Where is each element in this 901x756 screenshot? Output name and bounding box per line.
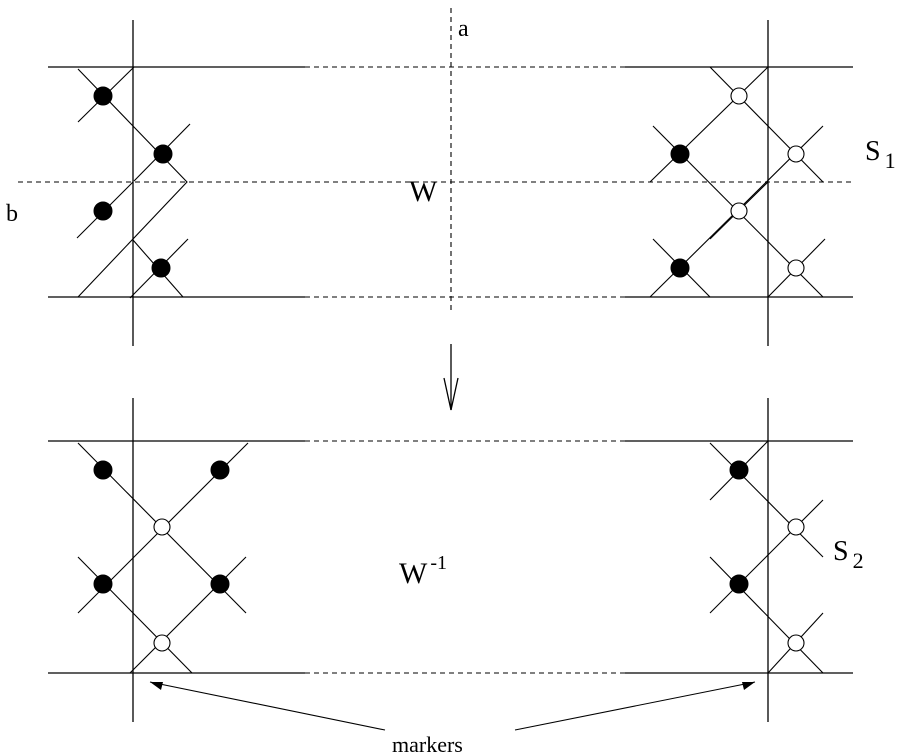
top-right-strand-2 bbox=[649, 66, 769, 183]
w-inverse-exponent: -1 bbox=[430, 552, 447, 574]
top-left-filled-dot bbox=[93, 86, 113, 106]
bottom-center-label: W-1 bbox=[399, 552, 447, 590]
top-right-filled-dot bbox=[670, 258, 690, 278]
bottom-left-filled-dot bbox=[93, 574, 113, 594]
top-center-label: W bbox=[409, 175, 438, 208]
s1-letter: S bbox=[865, 136, 881, 167]
arrow-head bbox=[443, 377, 459, 411]
s2-subscript: 2 bbox=[853, 548, 864, 573]
top-right-open-dot bbox=[787, 145, 805, 163]
transition-arrow bbox=[443, 344, 459, 411]
top-right-open-dot bbox=[787, 259, 805, 277]
axis-a-label: a bbox=[458, 16, 469, 42]
bottom-left-open-dot bbox=[153, 518, 171, 536]
markers-pointer-left bbox=[149, 681, 386, 731]
top-right-strand-1 bbox=[709, 66, 824, 183]
top-left-zigzag bbox=[77, 68, 188, 298]
markers-annotation: markers bbox=[149, 681, 756, 756]
bottom-left-filled-dot bbox=[93, 460, 113, 480]
w-inverse-base: W bbox=[399, 557, 428, 590]
bottom-left-filled-dot bbox=[210, 574, 230, 594]
top-right-filled-dot bbox=[670, 144, 690, 164]
bottom-right-filled-dot bbox=[729, 574, 749, 594]
s2-letter: S bbox=[833, 536, 849, 567]
bottom-right-open-dot bbox=[787, 518, 805, 536]
markers-pointer-right bbox=[514, 681, 756, 731]
bottom-right-open-dot bbox=[787, 634, 805, 652]
markers-arrowhead-right bbox=[742, 682, 755, 690]
top-left-filled-dot bbox=[93, 201, 113, 221]
markers-label: markers bbox=[392, 732, 463, 756]
markers-arrowhead-left bbox=[150, 682, 163, 690]
bottom-right-strand-1 bbox=[709, 442, 824, 558]
bottom-right-strand-3 bbox=[709, 556, 824, 674]
top-left-filled-dot bbox=[151, 258, 171, 278]
bottom-left-strand-4 bbox=[129, 556, 247, 674]
top-left-filled-dot bbox=[153, 144, 173, 164]
bottom-left-strand-3 bbox=[77, 556, 193, 674]
top-right-open-dot bbox=[730, 202, 748, 220]
bottom-right-strand-2 bbox=[709, 499, 824, 614]
s1-subscript: 1 bbox=[885, 148, 896, 173]
axis-b-label: b bbox=[6, 201, 18, 227]
bottom-left-open-dot bbox=[153, 634, 171, 652]
top-right-open-dot bbox=[730, 87, 748, 105]
bottom-left-filled-dot bbox=[210, 460, 230, 480]
bottom-right-filled-dot bbox=[729, 460, 749, 480]
